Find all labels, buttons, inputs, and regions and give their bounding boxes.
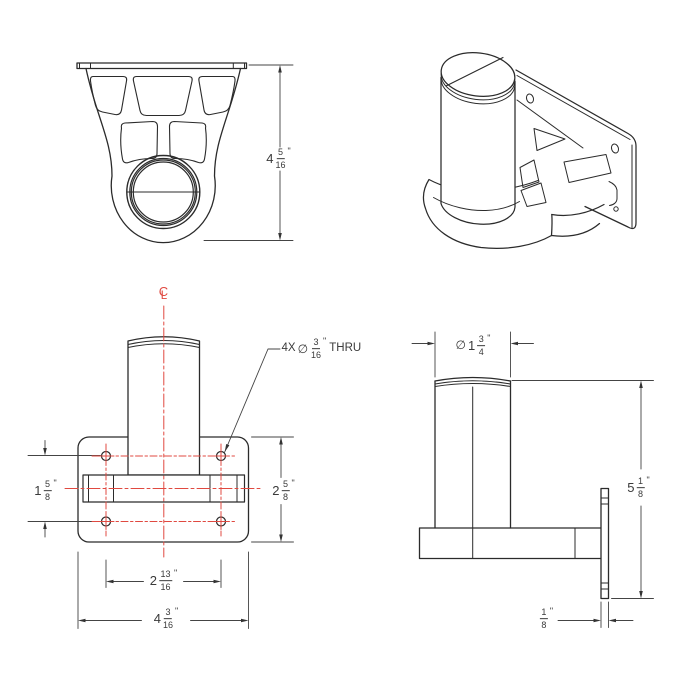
iso-plate-hole-lower <box>610 143 620 154</box>
dim-unit: " <box>174 567 178 578</box>
dim-fraction: 5 16 <box>276 147 286 171</box>
callout-count: 4X <box>281 342 296 355</box>
dim-numerator: 1 <box>636 476 645 488</box>
dim-front-height: 4 5 16 " <box>266 147 290 171</box>
dim-whole: 1 <box>34 483 42 499</box>
dim-unit: " <box>53 478 57 489</box>
dim-denominator: 8 <box>45 492 51 503</box>
dim-fraction: 1 8 <box>636 476 645 500</box>
side-view-cylinder <box>434 376 512 529</box>
diameter-symbol: ∅ <box>455 338 466 353</box>
dim-whole: 4 <box>153 611 162 627</box>
dim-whole: 1 <box>468 338 476 353</box>
iso-wall-plate <box>515 69 637 230</box>
dim-denominator: 8 <box>283 492 289 503</box>
front-view <box>76 62 294 244</box>
dim-denominator: 16 <box>311 350 322 361</box>
dim-denominator: 8 <box>541 620 547 630</box>
front-view-dimension-lines <box>203 64 294 241</box>
isometric-view <box>422 52 637 249</box>
dim-denominator: 16 <box>275 160 286 171</box>
dim-fraction: 1 8 <box>539 607 548 631</box>
dim-unit: " <box>646 474 650 485</box>
dim-whole: 2 <box>272 483 280 499</box>
leader-arrowhead-icon <box>224 444 230 452</box>
iso-pin-nub <box>613 206 619 212</box>
dim-unit: " <box>291 478 295 489</box>
iso-arm <box>550 181 619 237</box>
dim-fraction: 3 16 <box>311 337 321 361</box>
dim-plate-thickness: 1 8 " <box>539 605 554 631</box>
side-view-base <box>418 527 602 560</box>
iso-webbing <box>516 99 612 207</box>
dim-whole: 4 <box>266 151 274 167</box>
iso-cylinder <box>440 52 516 225</box>
bottom-view-dimension-lines <box>27 348 294 629</box>
dim-fraction: 3 4 <box>477 334 486 358</box>
dim-plate-width: 4 3 16 " <box>154 607 178 631</box>
dim-hole-row-spacing: 1 5 8 " <box>34 479 56 503</box>
dim-numerator: 5 <box>281 479 290 492</box>
dim-fraction: 3 16 <box>163 607 173 631</box>
dim-numerator: 3 <box>312 337 321 350</box>
dim-hole-callout: 4X ∅ 3 16 " THRU <box>282 337 362 361</box>
iso-base <box>422 178 553 249</box>
hole-crosshairs <box>97 447 230 530</box>
centerline-c: C <box>158 283 169 299</box>
diameter-symbol: ∅ <box>297 342 309 356</box>
dim-cylinder-diameter: ∅ 1 3 4 " <box>455 332 491 358</box>
dim-unit: " <box>549 605 554 616</box>
side-view-dimension-lines <box>411 331 654 628</box>
iso-cylinder-flat-line <box>445 56 504 87</box>
dim-plate-height: 2 5 8 " <box>272 479 294 503</box>
front-view-body-outline <box>85 67 242 244</box>
dim-whole: 2 <box>149 573 158 588</box>
dim-numerator: 3 <box>477 334 486 346</box>
dim-numerator: 5 <box>276 147 285 160</box>
dim-numerator: 5 <box>43 479 52 492</box>
dim-denominator: 4 <box>478 347 484 357</box>
dim-unit: " <box>175 606 179 617</box>
dim-unit: " <box>287 146 291 157</box>
arrowhead-down-icon <box>278 233 282 241</box>
arrowhead-up-icon <box>278 65 282 73</box>
dim-unit: " <box>487 332 491 343</box>
dim-denominator: 16 <box>160 582 171 592</box>
dim-numerator: 1 <box>539 607 548 619</box>
side-view <box>411 331 654 628</box>
bottom-view-centerlines <box>64 305 264 558</box>
front-view-mount-plate <box>76 62 248 70</box>
dim-whole: 5 <box>627 480 635 495</box>
dim-denominator: 8 <box>638 489 644 499</box>
dim-denominator: 16 <box>163 620 174 631</box>
dim-unit: " <box>323 336 327 347</box>
side-view-wall-plate <box>600 487 610 600</box>
callout-thru: THRU <box>329 342 362 355</box>
hole-callout-leader-line <box>224 348 281 453</box>
centerline-l: L <box>160 289 168 302</box>
bottom-view <box>27 305 294 629</box>
dim-fraction: 13 16 <box>159 569 173 593</box>
front-view-boss-circles <box>126 154 201 230</box>
dim-numerator: 13 <box>159 569 173 581</box>
iso-plate-hole-upper <box>525 93 535 104</box>
dim-overall-height: 5 1 8 " <box>627 474 650 500</box>
centerline-symbol-icon: CL <box>158 283 169 302</box>
dim-fraction: 5 8 <box>43 479 52 503</box>
dim-numerator: 3 <box>164 607 173 620</box>
dim-fraction: 5 8 <box>281 479 290 503</box>
dim-hole-column-spacing: 2 13 16 " <box>149 567 178 593</box>
front-view-web-cutouts <box>89 75 236 164</box>
